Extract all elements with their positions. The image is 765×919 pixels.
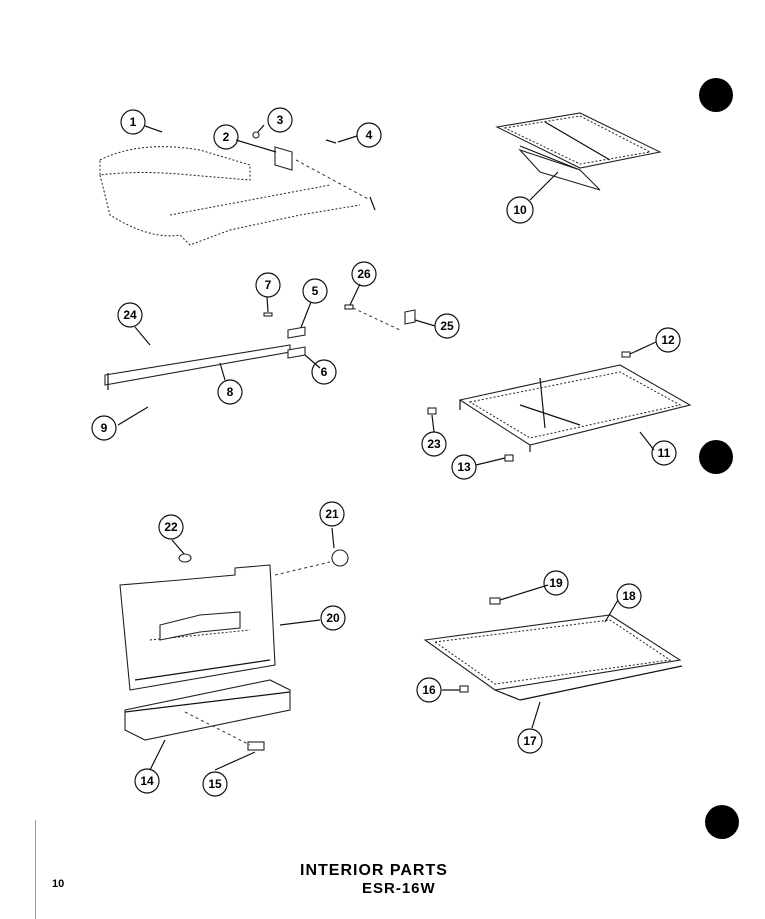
svg-text:19: 19 <box>549 576 563 590</box>
svg-text:23: 23 <box>427 437 441 451</box>
callout-6: 6 <box>311 359 337 385</box>
callout-4: 4 <box>356 122 382 148</box>
binder-hole <box>699 440 733 474</box>
callout-23: 23 <box>421 431 447 457</box>
callout-14: 14 <box>134 768 160 794</box>
callout-16: 16 <box>416 677 442 703</box>
svg-text:8: 8 <box>227 385 234 399</box>
svg-text:9: 9 <box>101 421 108 435</box>
callout-26: 26 <box>351 261 377 287</box>
assembly-bottom-right-shelf <box>423 584 683 729</box>
page-edge-line <box>35 820 36 919</box>
svg-text:25: 25 <box>440 319 454 333</box>
callout-20: 20 <box>320 605 346 631</box>
svg-text:18: 18 <box>622 589 636 603</box>
svg-text:11: 11 <box>658 446 671 460</box>
svg-text:16: 16 <box>422 683 436 697</box>
svg-text:26: 26 <box>357 267 371 281</box>
callout-9: 9 <box>91 415 117 441</box>
svg-text:15: 15 <box>208 777 222 791</box>
svg-text:20: 20 <box>326 611 340 625</box>
callout-5: 5 <box>302 278 328 304</box>
svg-text:10: 10 <box>513 203 527 217</box>
svg-text:13: 13 <box>457 460 471 474</box>
svg-text:17: 17 <box>523 734 537 748</box>
model-number: ESR-16W <box>362 880 436 897</box>
svg-text:3: 3 <box>277 113 284 127</box>
page-number: 10 <box>52 878 65 890</box>
svg-text:6: 6 <box>321 365 328 379</box>
svg-text:24: 24 <box>123 308 137 322</box>
callout-17: 17 <box>517 728 543 754</box>
callout-22: 22 <box>158 514 184 540</box>
callout-13: 13 <box>451 454 477 480</box>
binder-hole <box>699 78 733 112</box>
callout-3: 3 <box>267 107 293 133</box>
callout-7: 7 <box>255 272 281 298</box>
svg-text:22: 22 <box>164 520 178 534</box>
callout-2: 2 <box>213 124 239 150</box>
assembly-top-right-shelf <box>495 112 662 201</box>
callout-10: 10 <box>506 196 534 224</box>
callout-15: 15 <box>202 771 228 797</box>
callout-19: 19 <box>543 570 569 596</box>
svg-text:4: 4 <box>366 128 373 142</box>
callout-18: 18 <box>616 583 642 609</box>
svg-text:2: 2 <box>223 130 230 144</box>
assembly-top-left <box>99 124 376 246</box>
callout-25: 25 <box>434 313 460 339</box>
callout-12: 12 <box>655 327 681 353</box>
page-title: INTERIOR PARTS <box>300 862 448 879</box>
svg-text:1: 1 <box>130 115 137 129</box>
svg-text:21: 21 <box>325 507 339 521</box>
callout-1: 1 <box>120 109 146 135</box>
callout-21: 21 <box>319 501 345 527</box>
svg-text:7: 7 <box>265 278 272 292</box>
assembly-middle-right-cover <box>427 341 692 466</box>
callout-24: 24 <box>117 302 143 328</box>
assembly-bottom-left-panel <box>119 527 349 771</box>
svg-text:12: 12 <box>661 333 675 347</box>
svg-text:14: 14 <box>140 774 154 788</box>
callout-8: 8 <box>217 379 243 405</box>
binder-hole <box>705 805 739 839</box>
callout-11: 11 <box>651 440 677 466</box>
svg-text:5: 5 <box>312 284 319 298</box>
assembly-middle-left-rail <box>104 283 436 426</box>
